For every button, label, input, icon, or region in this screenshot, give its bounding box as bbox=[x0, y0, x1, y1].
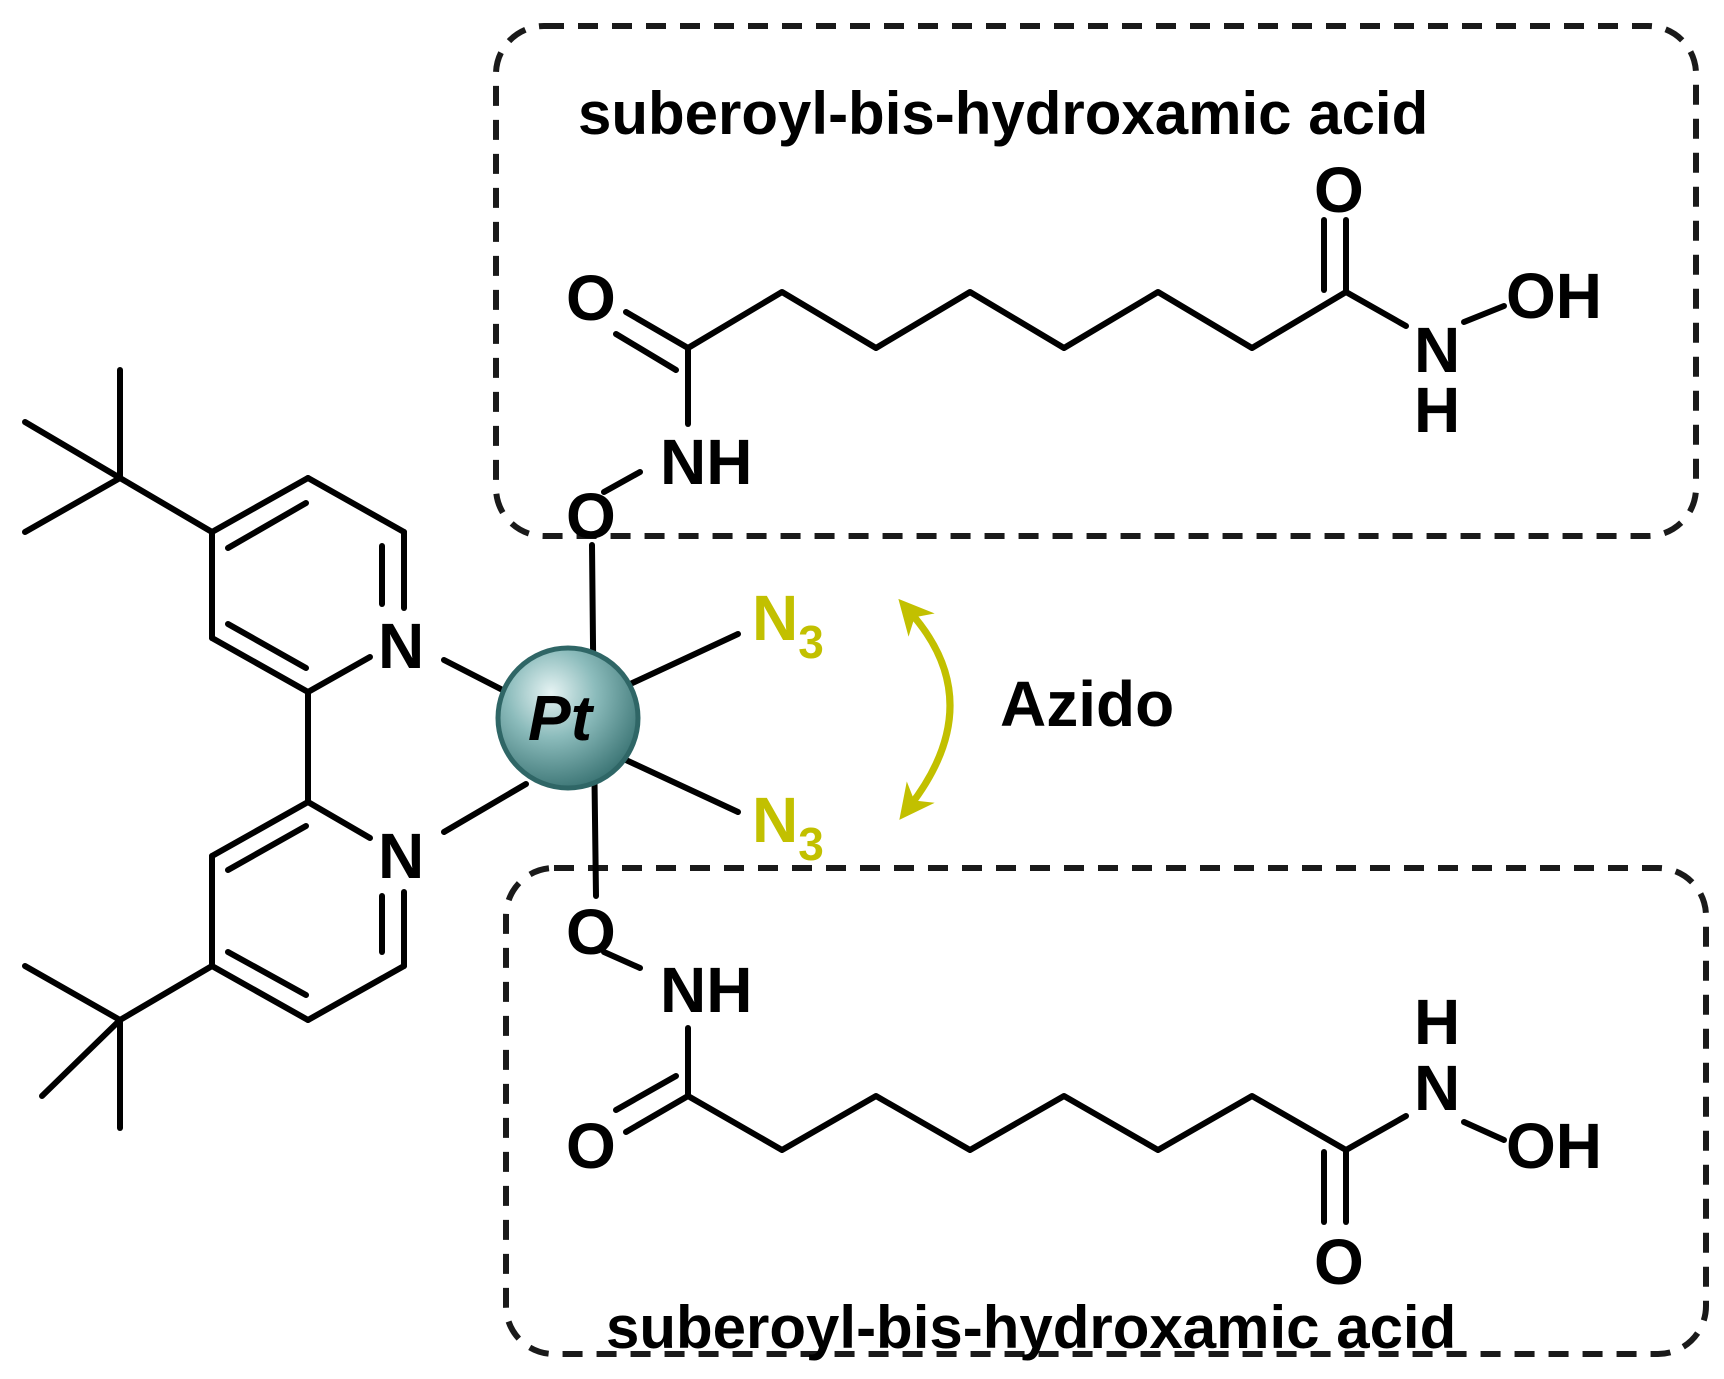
top-saha-fragment: O NH O O N H OH bbox=[566, 154, 1602, 552]
bottom-carbonyl-o-left: O bbox=[566, 1110, 616, 1182]
top-nh: NH bbox=[660, 426, 752, 498]
bipyridine-ligand: N N bbox=[22, 367, 529, 1131]
bottom-dashed-box bbox=[503, 865, 1709, 1357]
bottom-oh: OH bbox=[1506, 1110, 1602, 1182]
upper-pyridine-n: N bbox=[378, 610, 424, 682]
bottom-nh: NH bbox=[660, 954, 752, 1026]
bottom-box-title: suberoyl-bis-hydroxamic acid bbox=[606, 1294, 1456, 1361]
platinum-centre: Pt bbox=[495, 542, 741, 899]
top-oh: OH bbox=[1506, 260, 1602, 332]
top-right-n: N bbox=[1414, 314, 1460, 386]
lower-pyridine-n: N bbox=[378, 820, 424, 892]
bottom-right-h: H bbox=[1414, 986, 1460, 1058]
top-carbonyl-o-left: O bbox=[566, 262, 616, 334]
bottom-right-n: N bbox=[1414, 1052, 1460, 1124]
top-carbonyl-o-right: O bbox=[1314, 154, 1364, 226]
top-right-h: H bbox=[1414, 374, 1460, 446]
pt-label: Pt bbox=[528, 682, 595, 754]
bottom-saha-fragment: O NH O O H N OH bbox=[566, 896, 1602, 1298]
pt-sphere bbox=[495, 645, 641, 791]
azido-double-arrow bbox=[898, 598, 954, 820]
azide-lower: N3 bbox=[752, 784, 824, 870]
azide-upper: N3 bbox=[752, 582, 824, 668]
azido-label: Azido bbox=[1000, 668, 1174, 740]
top-box-title: suberoyl-bis-hydroxamic acid bbox=[578, 80, 1428, 147]
top-dashed-box bbox=[493, 23, 1699, 539]
bottom-carbonyl-o-right: O bbox=[1314, 1226, 1364, 1298]
